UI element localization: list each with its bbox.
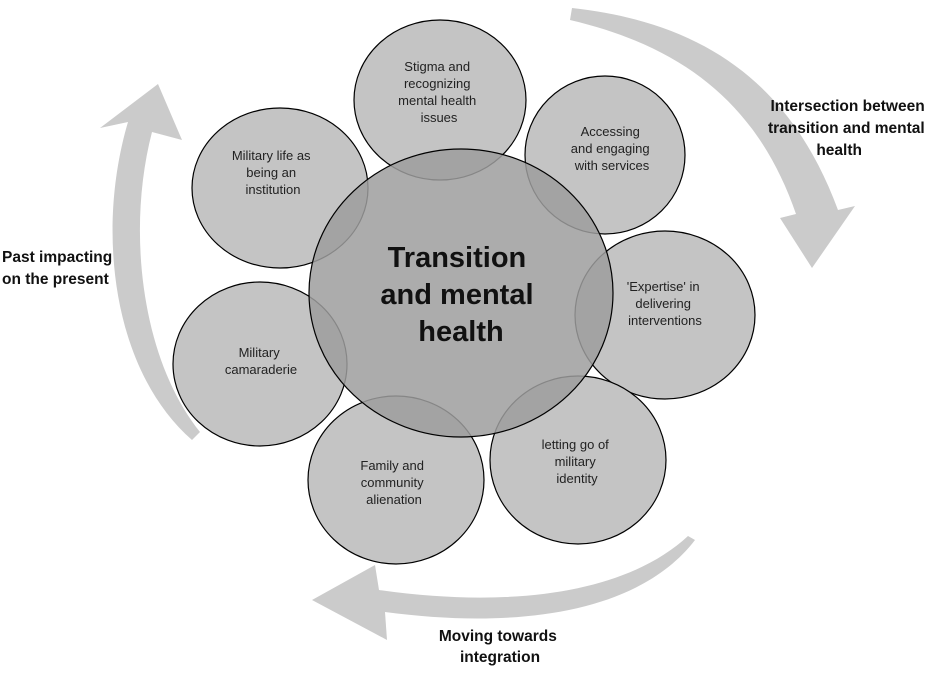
arrow-past <box>100 84 200 440</box>
theme-label-stigma-line-2: recognizing <box>404 76 471 91</box>
theme-label-camaraderie-line-2: camaraderie <box>225 362 297 377</box>
theme-label-institution: Military life as being an institution <box>232 148 314 197</box>
arrow-intersection <box>570 8 855 268</box>
arrow-label-intersection-line-2: transition and mental <box>768 120 925 137</box>
theme-label-expertise-line-2: delivering <box>635 296 691 311</box>
theme-label-accessing-line-2: and engaging <box>571 141 650 156</box>
arrow-label-intersection-line-1: Intersection between <box>771 98 925 115</box>
theme-label-accessing-line-3: with services <box>574 158 650 173</box>
theme-label-identity-line-1: letting go of <box>542 437 610 452</box>
theme-label-family: Family and community alienation <box>360 458 427 507</box>
center-label-line-3: health <box>418 316 503 348</box>
center-circle <box>308 148 614 438</box>
theme-label-expertise: 'Expertise' in delivering interventions <box>627 279 704 328</box>
arrow-integration <box>312 536 695 640</box>
theme-label-institution-line-1: Military life as <box>232 148 311 163</box>
theme-label-identity-line-2: military <box>555 454 597 469</box>
theme-label-identity-line-3: identity <box>556 471 598 486</box>
theme-label-stigma: Stigma and recognizing mental health iss… <box>398 59 480 125</box>
theme-label-camaraderie-line-1: Military <box>239 345 281 360</box>
theme-label-identity: letting go of military identity <box>542 437 613 486</box>
arrow-label-past-line-2: on the present <box>2 271 109 288</box>
theme-label-accessing: Accessing and engaging with services <box>571 124 653 173</box>
theme-label-expertise-line-1: 'Expertise' in <box>627 279 700 294</box>
arrow-label-past-line-1: Past impacting <box>2 249 112 266</box>
arrow-label-integration: Moving towards integration <box>439 628 561 666</box>
center-label-line-2: and mental <box>380 279 533 311</box>
theme-label-stigma-line-4: issues <box>421 110 458 125</box>
theme-label-institution-line-2: being an <box>246 165 296 180</box>
arrow-label-past: Past impacting on the present <box>2 249 117 288</box>
theme-label-institution-line-3: institution <box>246 182 301 197</box>
arrow-label-intersection-line-3: health <box>816 142 862 159</box>
arrow-label-integration-line-2: integration <box>460 649 540 666</box>
arrow-label-integration-line-1: Moving towards <box>439 628 557 645</box>
theme-label-stigma-line-3: mental health <box>398 93 476 108</box>
theme-label-family-line-3: alienation <box>366 492 422 507</box>
theme-label-camaraderie: Military camaraderie <box>225 345 297 377</box>
center-label: Transition and mental health <box>380 242 541 348</box>
theme-label-family-line-1: Family and <box>360 458 424 473</box>
center-label-line-1: Transition <box>388 242 527 274</box>
theme-label-family-line-2: community <box>361 475 424 490</box>
arrow-label-intersection: Intersection between transition and ment… <box>768 98 929 159</box>
theme-label-stigma-line-1: Stigma and <box>404 59 470 74</box>
theme-label-expertise-line-3: interventions <box>628 313 702 328</box>
theme-label-accessing-line-1: Accessing <box>581 124 640 139</box>
